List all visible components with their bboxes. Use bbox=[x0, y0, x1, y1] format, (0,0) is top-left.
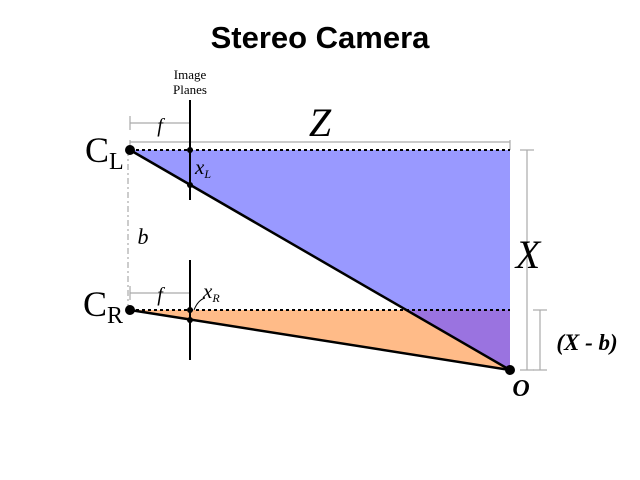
x-minus-b-label: (X - b) bbox=[556, 330, 617, 355]
dimension-guides bbox=[127, 116, 547, 371]
xr-label: xR bbox=[202, 279, 220, 305]
focal-length-bottom-label: f bbox=[157, 284, 165, 306]
object-o-label: O bbox=[512, 376, 529, 402]
cr-label: CR bbox=[83, 284, 123, 329]
xr-leader bbox=[193, 297, 206, 311]
x-label: X bbox=[514, 232, 542, 277]
diagram-title: Stereo Camera bbox=[211, 20, 431, 55]
right-plane-ray-point bbox=[187, 317, 193, 323]
z-label: Z bbox=[309, 100, 332, 145]
right-ray bbox=[129, 308, 511, 372]
image-planes-label-line2: Planes bbox=[173, 82, 207, 97]
left-ray bbox=[129, 148, 511, 372]
left-plane-ray-point bbox=[187, 182, 193, 188]
left-plane-axis-point bbox=[187, 147, 193, 153]
focal-length-top-label: f bbox=[157, 115, 165, 137]
xl-label: xL bbox=[194, 155, 211, 181]
cl-label: CL bbox=[85, 130, 124, 175]
image-planes-label-line1: Image bbox=[174, 67, 207, 82]
right-camera-center bbox=[125, 305, 135, 315]
right-plane-axis-point bbox=[187, 307, 193, 313]
left-camera-center bbox=[125, 145, 135, 155]
object-point bbox=[505, 365, 515, 375]
baseline-b-label: b bbox=[138, 224, 149, 249]
